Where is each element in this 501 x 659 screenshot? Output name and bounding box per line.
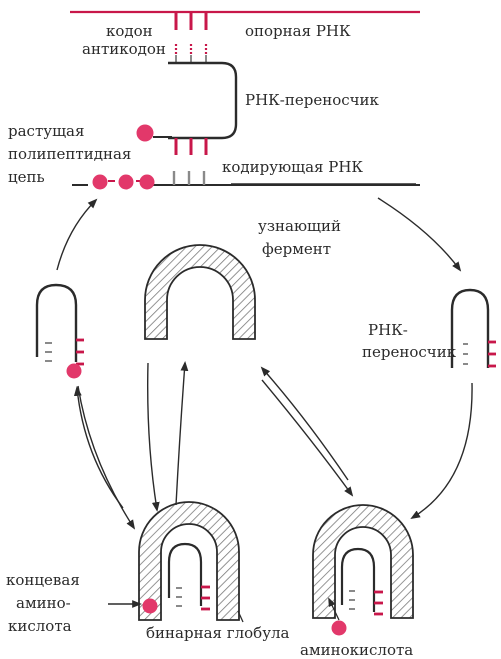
coding-rna-label: кодирующая РНК (222, 158, 363, 176)
amino-acid-label: аминокислота (300, 641, 413, 659)
arrow-to-chain (57, 200, 96, 270)
binary-globule-trna (169, 544, 210, 609)
growing-chain-label-2: полипептидная (8, 145, 131, 163)
polypeptide-chain (93, 175, 155, 190)
arrow-left-down (78, 386, 134, 528)
terminal-amino-acid-dot (143, 599, 158, 614)
enzyme-label-2: фермент (262, 240, 331, 258)
codon-label: кодон (106, 22, 153, 40)
anticodon-bases (176, 44, 206, 62)
left-trna-hairpin (37, 285, 84, 364)
growing-chain-label-1: растущая (8, 122, 84, 140)
arrow-enzyme-down (148, 363, 157, 510)
enzyme-label-1: узнающий (258, 217, 341, 235)
arrow-right-down (262, 380, 352, 495)
arrow-right-to-bottom (412, 383, 472, 518)
amino-acid-complex-trna (342, 549, 383, 614)
arrow-left-up (77, 388, 123, 508)
free-amino-acid-dot (332, 621, 347, 636)
right-trna-hairpin (452, 290, 496, 368)
right-trna-label-2: переносчик (362, 343, 457, 361)
arrow-to-right-trna (378, 198, 460, 270)
arrow-right-up (262, 368, 348, 480)
transfer-rna-anticodon (176, 138, 206, 155)
template-rna-label: опорная РНК (245, 22, 351, 40)
amino-acid-enzyme (313, 505, 413, 618)
right-trna-label-1: РНК- (368, 321, 408, 339)
transfer-rna-loop (168, 63, 236, 138)
terminal-label-2: амино- (16, 594, 71, 612)
anticodon-label: антикодон (82, 40, 166, 58)
arrow-enzyme-up (176, 363, 185, 505)
terminal-label-1: концевая (6, 571, 80, 589)
attached-amino-acid (137, 125, 154, 142)
terminal-label-3: кислота (8, 617, 72, 635)
growing-chain-label-3: цепь (8, 168, 45, 186)
recognizing-enzyme (145, 245, 255, 339)
binary-globule-label: бинарная глобула (146, 624, 290, 642)
left-trna-amino-acid (67, 364, 82, 379)
transfer-rna-label: РНК-переносчик (245, 91, 380, 109)
